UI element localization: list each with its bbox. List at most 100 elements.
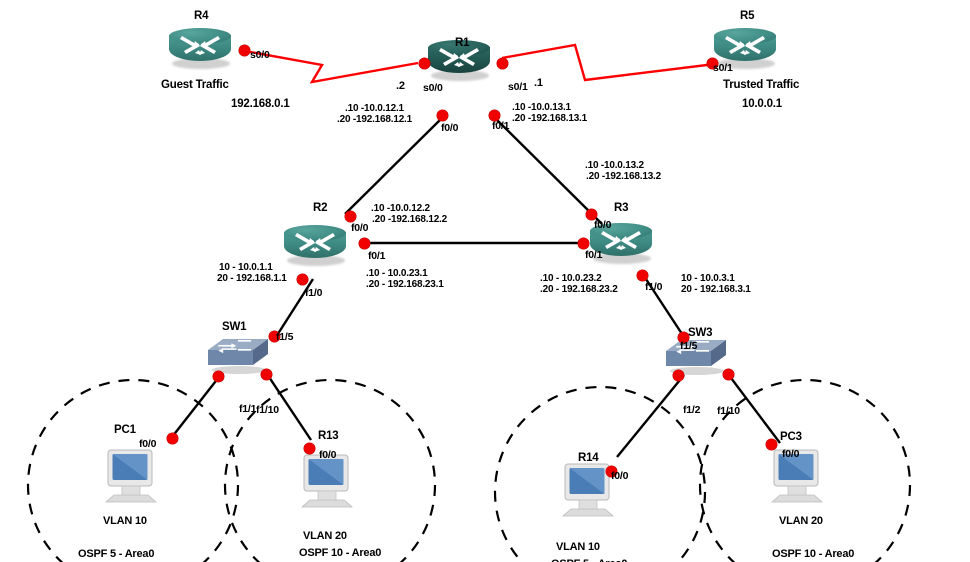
label-r2-f0-0-net-a: .10 -10.0.12.2 (371, 203, 430, 214)
pc-icon-pc3 (766, 448, 828, 504)
label-pc1-iface: f0/0 (139, 438, 157, 450)
endpoint-r3-f0-1[interactable] (578, 238, 589, 249)
endpoint-r1-s0-0[interactable] (419, 58, 430, 69)
label-r1-s0-1-subnet: .1 (534, 77, 543, 89)
label-pc3-ospf: OSPF 10 - Area0 (772, 548, 855, 560)
endpoint-sw1-f1-5[interactable] (269, 331, 280, 342)
label-r3-name: R3 (614, 202, 629, 214)
node-pc3[interactable] (766, 448, 828, 504)
label-pc1-name: PC1 (114, 424, 136, 436)
router-arrows-icon (180, 36, 220, 55)
endpoint-r2-f0-1[interactable] (359, 238, 370, 249)
endpoint-sw3-f1-5[interactable] (678, 332, 689, 343)
node-r5[interactable] (714, 28, 776, 69)
node-r2[interactable] (284, 225, 346, 266)
node-r1[interactable] (428, 40, 490, 81)
label-r14-ospf: OSPF 5 - Area0 (551, 558, 627, 562)
endpoint-pc1-f0-0[interactable] (167, 433, 178, 444)
endpoint-r1-s0-1[interactable] (497, 58, 508, 69)
endpoint-r14-f0-0[interactable] (606, 466, 617, 477)
label-r14-iface: f0/0 (611, 470, 629, 482)
label-r3-f0-0-net-a: .10 -10.0.13.2 (585, 160, 644, 171)
label-r14-name: R14 (578, 452, 599, 464)
pc-icon-r13 (296, 453, 358, 509)
endpoint-r1-f0-1[interactable] (489, 110, 500, 121)
label-r2-f1-0-net-a: 10 - 10.0.1.1 (219, 262, 273, 273)
label-r4-name: R4 (194, 10, 209, 22)
node-pc1[interactable] (100, 448, 162, 504)
router-arrows-icon (601, 231, 641, 250)
endpoint-r4-s0-0[interactable] (239, 45, 250, 56)
endpoint-pc3-f0-0[interactable] (766, 439, 777, 450)
endpoint-r2-f0-0[interactable] (345, 211, 356, 222)
label-r3-f0-1-net-a: .10 - 10.0.23.2 (540, 273, 602, 284)
label-pc3-vlan: VLAN 20 (779, 515, 823, 527)
label-pc3-name: PC3 (780, 431, 802, 443)
label-r2-f0-0-net-b: .20 -192.168.12.2 (372, 214, 447, 225)
label-sw1-iface-f1-5: f1/5 (276, 331, 294, 343)
node-sw3[interactable] (665, 337, 727, 375)
label-r13-name: R13 (318, 430, 339, 442)
node-r13[interactable] (296, 453, 358, 509)
label-r1-iface-s0-0: s0/0 (423, 82, 443, 94)
label-r2-f1-0-net-b: 20 - 192.168.1.1 (217, 273, 287, 284)
label-r1-iface-f0-1: f0/1 (492, 120, 510, 132)
endpoint-sw3-f1-10[interactable] (723, 369, 734, 380)
label-r4-role: Guest Traffic (161, 79, 229, 91)
label-pc1-vlan: VLAN 10 (103, 515, 147, 527)
router-arrows-icon (725, 36, 765, 55)
label-r3-iface-f0-1: f0/1 (585, 249, 603, 261)
node-r14[interactable] (557, 462, 619, 518)
endpoint-r5-s0-1[interactable] (707, 58, 718, 69)
label-r3-iface-f1-0: f1/0 (645, 281, 663, 293)
label-r5-address: 10.0.0.1 (742, 98, 782, 110)
label-r3-f0-1-net-b: .20 - 192.168.23.2 (540, 284, 618, 295)
label-r1-f0-1-net-a: .10 -10.0.13.1 (512, 102, 571, 113)
label-r2-f0-1-net-b: .20 - 192.168.23.1 (366, 279, 444, 290)
endpoint-sw1-f1-10[interactable] (261, 369, 272, 380)
label-r2-iface-f0-1: f0/1 (368, 250, 386, 262)
label-r3-f1-0-net-b: 20 - 192.168.3.1 (681, 284, 751, 295)
label-r4-address: 192.168.0.1 (231, 98, 290, 110)
pc-icon-r14 (557, 462, 619, 518)
node-r4[interactable] (169, 28, 231, 69)
label-r5-role: Trusted Traffic (723, 79, 800, 91)
node-r3[interactable] (590, 223, 652, 264)
label-sw1-name: SW1 (222, 321, 247, 333)
label-r1-f0-1-net-b: .20 -192.168.13.1 (512, 113, 587, 124)
node-sw1[interactable] (207, 336, 269, 374)
link-sw1-pc1 (171, 376, 220, 438)
router-icon-r1 (428, 40, 490, 81)
endpoint-sw3-f1-2[interactable] (673, 370, 684, 381)
router-icon-r4 (169, 28, 231, 69)
router-icon-r5 (714, 28, 776, 69)
router-arrows-icon (439, 48, 479, 67)
router-icon-r3 (590, 223, 652, 264)
label-r2-name: R2 (313, 202, 328, 214)
endpoint-r1-f0-0[interactable] (437, 110, 448, 121)
label-sw3-iface-f1-10: f1/10 (717, 405, 740, 417)
label-r1-f0-0-net-b: .20 -192.168.12.1 (337, 114, 412, 125)
switch-icon-sw1 (207, 336, 269, 374)
label-pc3-iface: f0/0 (782, 448, 800, 460)
router-icon-r2 (284, 225, 346, 266)
label-r2-iface-f0-0: f0/0 (351, 222, 369, 234)
label-sw1-iface-f1-10: f1/10 (256, 404, 279, 416)
label-r4-iface-s0-0: s0/0 (250, 49, 270, 61)
endpoint-r3-f1-0[interactable] (637, 270, 648, 281)
link-r4-r1 (244, 49, 419, 84)
link-r1-r2 (344, 116, 444, 215)
label-r5-name: R5 (740, 10, 755, 22)
label-r3-iface-f0-0: f0/0 (594, 219, 612, 231)
label-r3-f1-0-net-a: 10 - 10.0.3.1 (681, 273, 735, 284)
endpoint-r13-f0-0[interactable] (304, 443, 315, 454)
endpoint-r2-f1-0[interactable] (297, 274, 308, 285)
label-r14-vlan: VLAN 10 (556, 541, 600, 553)
link-sw3-r14 (616, 374, 685, 458)
endpoint-sw1-f1-1[interactable] (213, 371, 224, 382)
label-r2-iface-f1-0: f1/0 (305, 287, 323, 299)
link-r1-r5 (501, 43, 716, 82)
label-r13-iface: f0/0 (319, 449, 337, 461)
endpoint-r3-f0-0[interactable] (586, 209, 597, 220)
